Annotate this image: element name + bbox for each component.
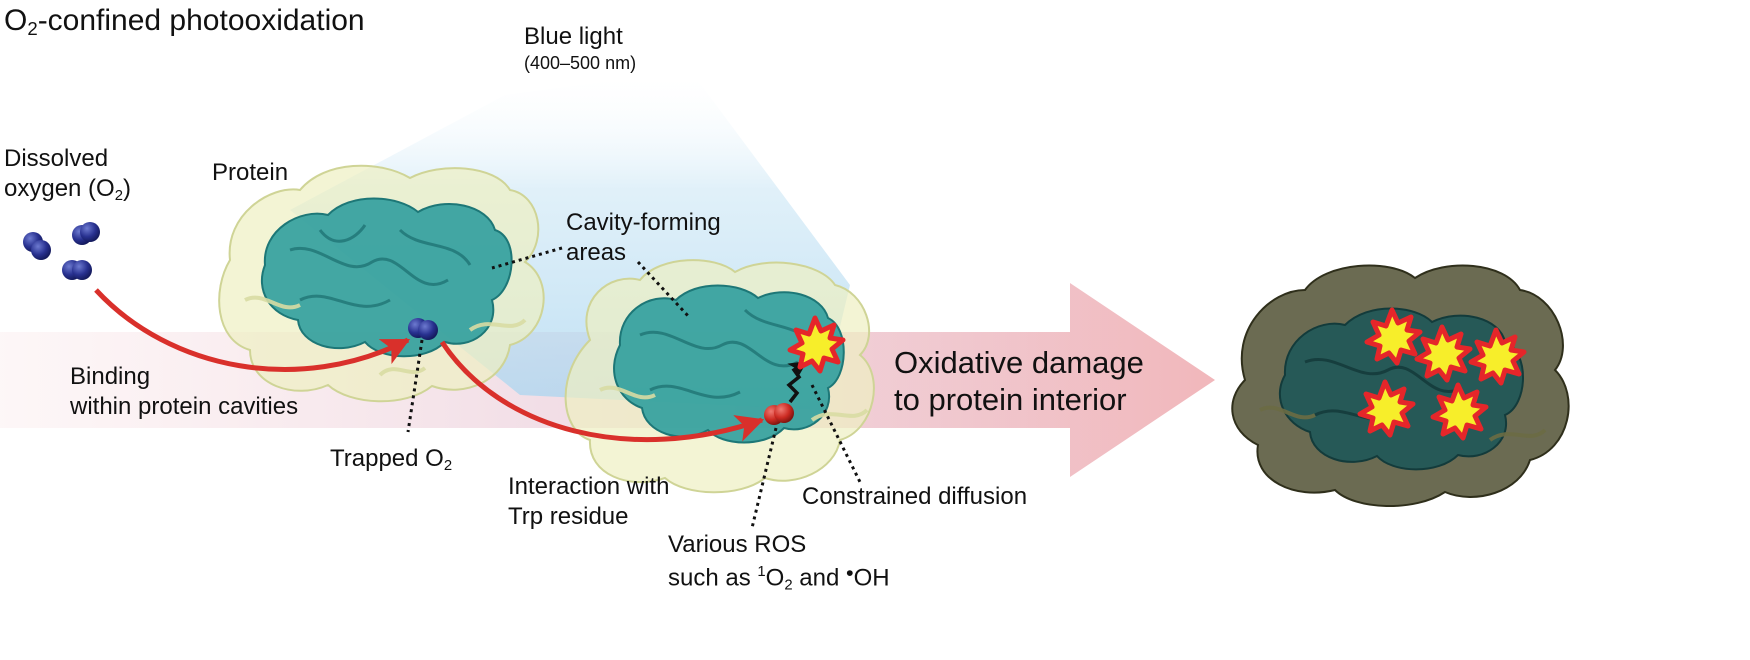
oxygen-molecule-3 [62,260,92,280]
protein-label: Protein [212,159,289,186]
interaction-arrow [439,340,765,443]
trp-oxygen-molecule [764,403,794,425]
damage-burst-3 [1468,327,1527,386]
oxygen-molecule-1 [23,232,51,260]
protein-structure-damaged [1231,264,1570,507]
interaction-trp-label: Interaction with Trp residue [508,473,670,530]
cavity-leader-1 [491,246,563,270]
protein-structure-1 [218,164,545,403]
damage-burst-1 [1364,307,1423,366]
protein-structure-2 [564,259,875,494]
cavity-forming-label: Cavity-forming areas [566,209,721,266]
constrained-diffusion-label: Constrained diffusion [802,483,1028,510]
damage-burst-4 [1357,379,1416,438]
trapped-oxygen-molecule [408,318,438,340]
trapped-leader [406,339,424,433]
ros-leader [750,427,778,529]
damage-burst-2 [1414,324,1473,383]
trapped-oxygen-label: Trapped O2 [330,445,453,475]
damage-burst-5 [1430,382,1489,441]
cavity-leader-2 [636,260,692,320]
oxidative-damage-label: Oxidative damage to protein interior [894,345,1144,418]
binding-label: Binding within protein cavities [70,363,299,420]
binding-arrow [94,288,411,372]
ros-label: Various ROS such as 1O2 and •OH [668,531,890,594]
diffusion-squiggle-arrow [786,360,808,404]
diagram-title: O2-confined photooxidation [4,4,365,40]
blue-light-label: Blue light (400–500 nm) [524,23,637,73]
oxygen-molecule-2 [72,222,100,245]
ros-burst-1 [787,315,846,374]
dissolved-oxygen-label: Dissolved oxygen (O2) [4,145,131,205]
